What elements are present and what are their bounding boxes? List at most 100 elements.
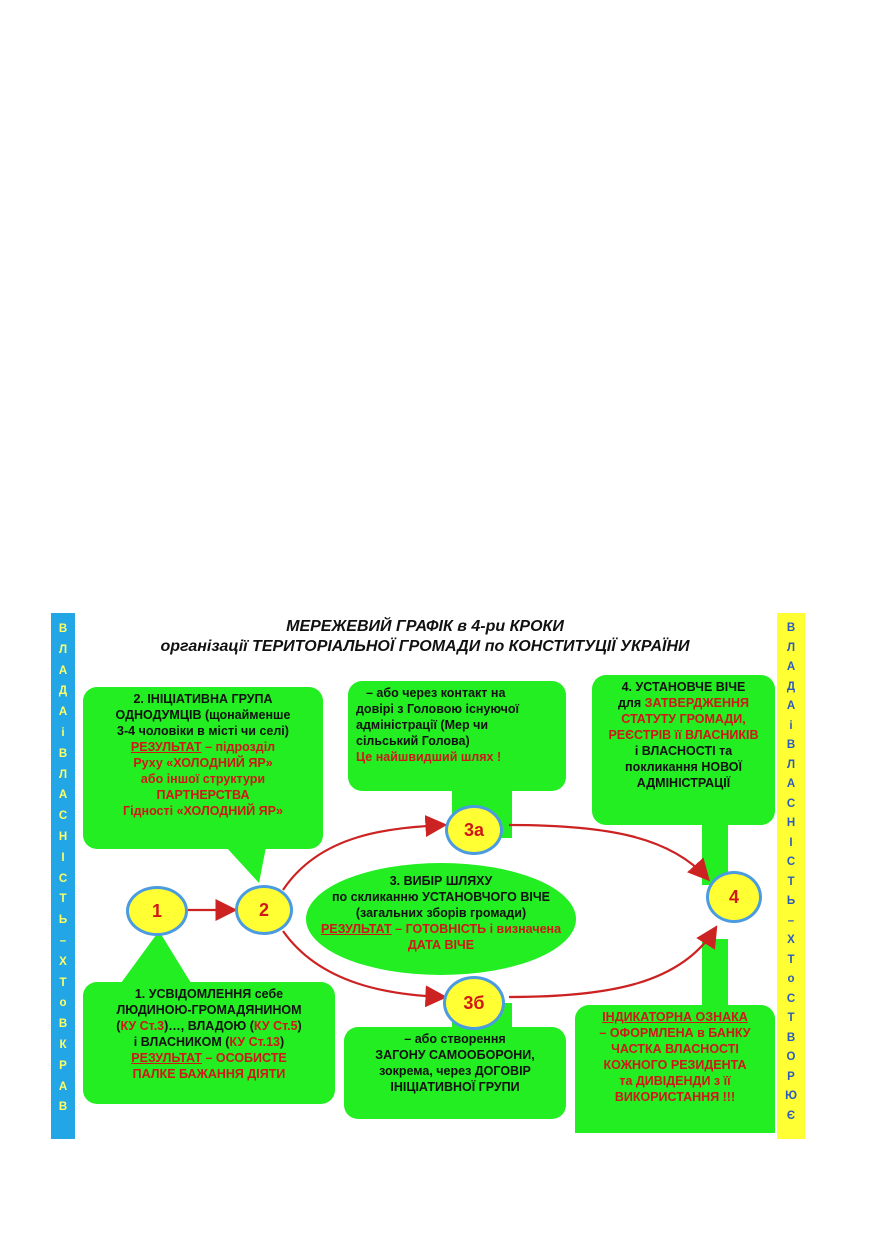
oval3-line: 3. ВИБІР ШЛЯХУ (389, 874, 493, 888)
arrow-3a-to-4 (508, 823, 710, 882)
box4-line: РЕЄСТРІВ її ВЛАСНИКІВ (608, 728, 759, 742)
banner-letter: Т (787, 953, 795, 966)
box3a-line: – або через контакт на (366, 686, 506, 700)
indicator-line: ВИКОРИСТАННЯ !!! (614, 1090, 736, 1104)
oval3-text: – ГОТОВНІСТЬ і визначена (391, 922, 562, 936)
box1-text: ) (297, 1019, 302, 1033)
box3a-line: довірі з Головою існуючої (356, 702, 520, 716)
banner-letter: Р (787, 1070, 795, 1083)
banner-letter: С (786, 992, 796, 1005)
banner-letter: А (58, 789, 68, 802)
banner-letter: – (787, 914, 795, 927)
banner-letter: Л (786, 758, 796, 771)
title-line-1: МЕРЕЖЕВИЙ ГРАФІК в 4-ри КРОКИ (286, 618, 564, 635)
banner-letter: Т (787, 875, 795, 888)
node-3a: 3а (445, 805, 503, 855)
box1-text: ) (280, 1035, 285, 1049)
box4-line: і ВЛАСНОСТІ та (634, 744, 733, 758)
banner-letter: А (58, 706, 68, 719)
box3a-line: сільський Голова) (356, 734, 470, 748)
box1-result-line: РЕЗУЛЬТАТ – ОСОБИСТЕ (87, 1050, 331, 1066)
diagram-title: МЕРЕЖЕВИЙ ГРАФІК в 4-ри КРОКИ організаці… (75, 617, 775, 657)
node-4: 4 (706, 871, 762, 923)
banner-letter: Т (59, 976, 67, 989)
banner-letter: Х (59, 955, 67, 968)
box3b-line: ІНІЦІАТИВНОЇ ГРУПИ (390, 1080, 520, 1094)
banner-letter: А (58, 664, 68, 677)
result-label: РЕЗУЛЬТАТ (131, 1051, 202, 1065)
result-label: РЕЗУЛЬТАТ (320, 922, 392, 936)
banner-letter: і (789, 719, 793, 732)
banner-letter: Т (59, 893, 67, 906)
banner-letter: – (59, 934, 67, 947)
banner-letter: Н (58, 830, 68, 843)
box1-pointer (121, 931, 191, 983)
banner-letter: В (58, 1018, 68, 1031)
box2-line: Руху «ХОЛОДНИЙ ЯР» (133, 756, 273, 770)
oval3-line: ДАТА ВІЧЕ (407, 938, 475, 952)
box-step-3b: – або створення ЗАГОНУ САМООБОРОНИ, зокр… (344, 1027, 566, 1119)
node-3b: 3б (443, 976, 505, 1030)
banner-letter: о (59, 997, 67, 1010)
oval-step-3: 3. ВИБІР ШЛЯХУ по скликанню УСТАНОВЧОГО … (306, 863, 576, 975)
box-step-2: 2. ІНІЦІАТИВНА ГРУПА ОДНОДУМЦІВ (щонайме… (83, 687, 323, 849)
box2-text: – підрозділ (201, 740, 276, 754)
banner-letter: Д (786, 680, 796, 693)
banner-letter: В (58, 1101, 68, 1114)
indicator-line: ЧАСТКА ВЛАСНОСТІ (611, 1042, 739, 1056)
banner-letter: Ю (785, 1090, 797, 1102)
box2-line: Гідності «ХОЛОДНИЙ ЯР» (123, 804, 283, 818)
box1-text: КУ Ст.3 (120, 1019, 165, 1033)
box3a-line: адміністрації (Мер чи (356, 718, 489, 732)
oval3-line: (загальних зборів громади) (355, 906, 527, 920)
banner-letter: В (786, 1031, 796, 1044)
box1-line: 1. УСВІДОМЛЕННЯ себе (134, 987, 284, 1001)
banner-letter: К (59, 1038, 67, 1051)
arrow-2-to-3a (282, 815, 448, 891)
banner-letter: і (61, 726, 65, 739)
box1-text: – ОСОБИСТЕ (202, 1051, 287, 1065)
box2-line: ПАРТНЕРСТВА (156, 788, 250, 802)
box1-text: ( (116, 1019, 121, 1033)
banner-letter: А (786, 661, 796, 673)
box3b-line: ЗАГОНУ САМООБОРОНИ, (375, 1048, 535, 1062)
box-step-1: 1. УСВІДОМЛЕННЯ себе ЛЮДИНОЮ-ГРОМАДЯНИНО… (83, 982, 335, 1104)
box1-line: (КУ Ст.3)…, ВЛАДОЮ (КУ Ст.5) (87, 1018, 331, 1034)
box2-line: або іншої структури (140, 772, 266, 786)
box2-line: ОДНОДУМЦІВ (щонайменше (115, 708, 291, 722)
box-indicator: ІНДИКАТОРНА ОЗНАКА – ОФОРМЛЕНА в БАНКУ Ч… (575, 1005, 775, 1133)
title-line-2: організації ТЕРИТОРІАЛЬНОЇ ГРОМАДИ по КО… (160, 638, 690, 655)
box1-text: і ВЛАСНИКОМ ( (133, 1035, 230, 1049)
arrow-2-to-3b (282, 930, 448, 1008)
banner-letter: А (786, 700, 796, 712)
arrow-3b-to-4 (508, 925, 718, 999)
banner-letter: Т (787, 1012, 795, 1024)
banner-letter: Л (58, 768, 68, 781)
box1-text: КУ Ст.13 (229, 1035, 281, 1049)
banner-letter: А (786, 778, 796, 790)
banner-letter: С (58, 872, 68, 885)
oval3-line: по скликанню УСТАНОВЧОГО ВІЧЕ (331, 890, 550, 904)
banner-letter: Ь (58, 914, 68, 927)
box-ind-stem (702, 939, 728, 1009)
banner-letter: Х (787, 934, 795, 946)
box2-line: 2. ІНІЦІАТИВНА ГРУПА (133, 692, 273, 706)
indicator-line: КОЖНОГО РЕЗИДЕНТА (603, 1058, 747, 1072)
banner-letter: В (58, 623, 68, 635)
indicator-line: – ОФОРМЛЕНА в БАНКУ (599, 1026, 751, 1040)
banner-letter: С (786, 856, 796, 868)
box1-text: )…, ВЛАДОЮ ( (164, 1019, 254, 1033)
node-1: 1 (126, 886, 188, 936)
banner-letter: Л (786, 641, 796, 654)
banner-letter: В (786, 622, 796, 634)
banner-letter: Н (786, 817, 796, 829)
box3a-line: Це найшвидший шлях ! (356, 750, 502, 764)
box2-pointer (226, 847, 266, 883)
box1-line: ПАЛКЕ БАЖАННЯ ДІЯТИ (132, 1067, 286, 1081)
box3b-line: – або створення (404, 1032, 506, 1046)
banner-letter: С (58, 810, 68, 823)
banner-letter: о (787, 973, 795, 985)
banner-letter: І (61, 851, 65, 864)
